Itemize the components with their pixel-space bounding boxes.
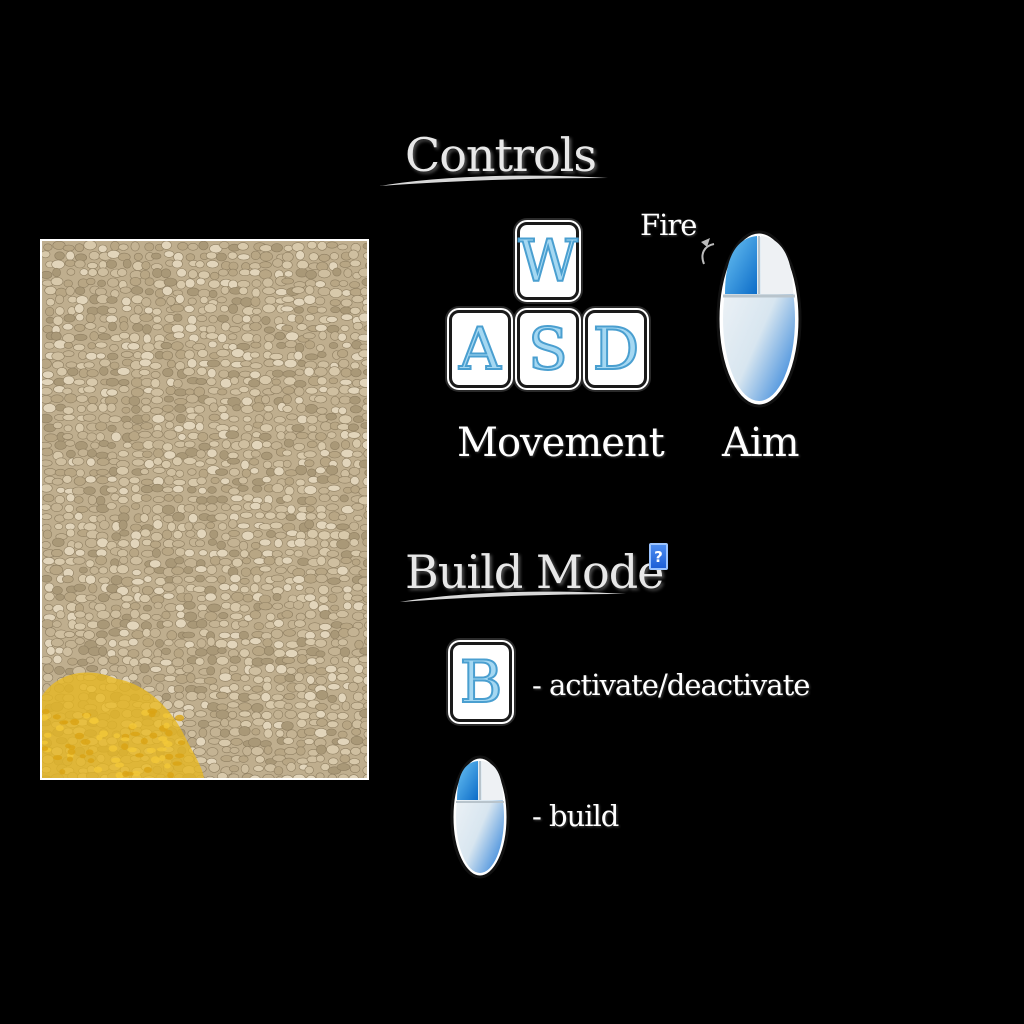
stone-texture [42,241,367,778]
mouse-icon [716,230,802,408]
key-s: S [517,310,579,388]
movement-label: Movement [457,420,665,466]
fire-label: Fire [640,208,697,242]
mouse-icon [450,755,510,879]
controls-underline [380,175,608,186]
build-mode-title: Build Mode [405,545,664,599]
build-label: - build [532,799,619,833]
key-a: A [449,310,511,388]
preview-panel [40,239,369,780]
controls-title: Controls [405,128,597,182]
key-d: D [585,310,647,388]
key-b: B [450,642,512,722]
curved-arrow-icon [701,238,715,265]
activate-deactivate-label: - activate/deactivate [532,668,810,702]
build-mode-underline [400,591,626,602]
key-w: W [517,222,579,300]
aim-label: Aim [722,420,800,466]
help-icon[interactable]: ? [649,543,668,570]
